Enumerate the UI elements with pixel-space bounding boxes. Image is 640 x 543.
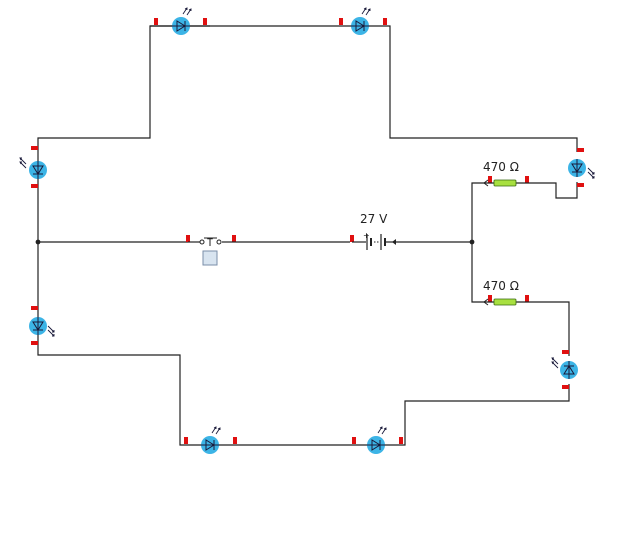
- battery-label: 27 V: [360, 212, 388, 226]
- junction-right: [469, 239, 475, 245]
- led-icon: [567, 158, 587, 178]
- push-button-switch[interactable]: T: [186, 235, 236, 266]
- led-bottom-right[interactable]: [352, 426, 403, 455]
- junction-left: [35, 239, 41, 245]
- led-icon: [559, 360, 579, 380]
- led-left-lower[interactable]: [28, 306, 55, 345]
- led-right-lower[interactable]: [551, 350, 579, 389]
- led-left-upper[interactable]: [19, 146, 48, 188]
- led-icon: [200, 435, 220, 455]
- led-icon: [350, 16, 370, 36]
- led-top-left[interactable]: [150, 7, 210, 36]
- push-button-switch-icon[interactable]: [202, 250, 218, 266]
- led-icon: [28, 316, 48, 336]
- led-bottom-left[interactable]: [184, 426, 237, 455]
- led-icon: [366, 435, 386, 455]
- battery-plus-sign: +: [363, 231, 370, 240]
- resistor-top-label: 470 Ω: [483, 160, 519, 174]
- wires: [37, 25, 578, 446]
- battery-terminal-arrow-icon: [392, 239, 396, 245]
- led-top-right[interactable]: [339, 7, 387, 36]
- switch-symbol: T: [206, 238, 213, 248]
- resistor-bottom[interactable]: 470 Ω: [483, 279, 540, 306]
- led-right-upper[interactable]: [567, 148, 595, 187]
- led-icon: [28, 160, 48, 180]
- resistor-top[interactable]: 470 Ω: [483, 160, 540, 187]
- led-icon: [171, 16, 191, 36]
- battery[interactable]: + 27 V: [350, 212, 396, 250]
- resistor-bottom-label: 470 Ω: [483, 279, 519, 293]
